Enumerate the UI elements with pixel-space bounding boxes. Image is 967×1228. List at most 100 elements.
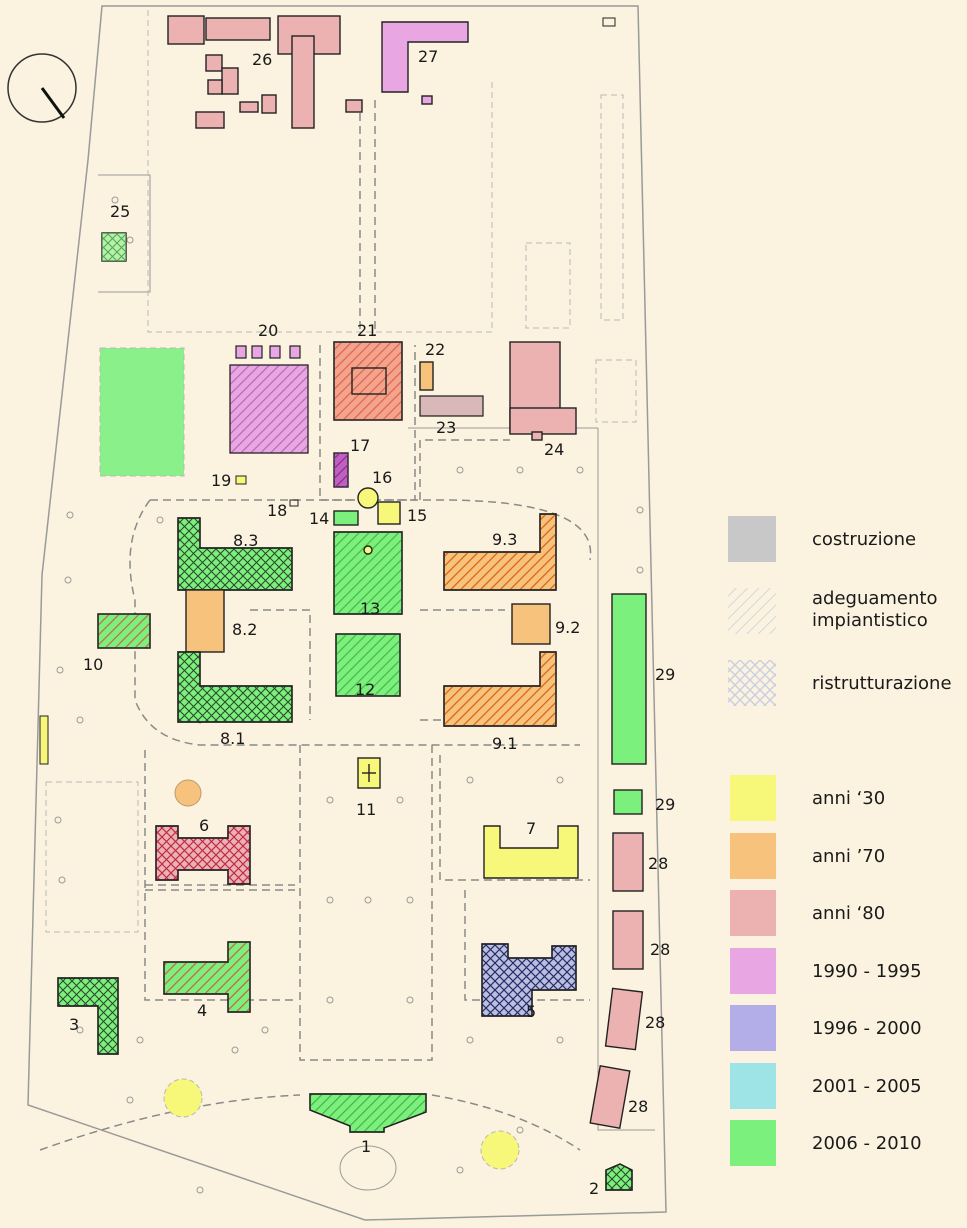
legend-swatch-anni-30 bbox=[730, 775, 776, 821]
legend-label-1996-2000: 1996 - 2000 bbox=[812, 1018, 922, 1039]
lot-outline-e bbox=[600, 94, 624, 321]
building-7 bbox=[483, 825, 579, 879]
building-21 bbox=[333, 341, 403, 421]
label-building-15: 15 bbox=[407, 506, 427, 525]
building-labels: 1 2 3 4 5 6 7 8.1 8.2 8.3 9.1 9.2 9.3 10… bbox=[69, 47, 675, 1198]
entrance-roundabout bbox=[339, 1145, 397, 1191]
legend-swatch-1990-1995 bbox=[730, 948, 776, 994]
label-building-14: 14 bbox=[309, 509, 329, 528]
north-field-outline bbox=[147, 10, 493, 333]
legend-label-anni-80: anni ‘80 bbox=[812, 903, 886, 924]
label-building-29b: 29 bbox=[655, 795, 675, 814]
label-building-9-2: 9.2 bbox=[555, 618, 580, 637]
building-1 bbox=[309, 1093, 427, 1133]
label-building-12: 12 bbox=[355, 680, 375, 699]
building-2 bbox=[605, 1163, 633, 1191]
building-29-south bbox=[613, 789, 643, 815]
label-building-5: 5 bbox=[526, 1002, 536, 1021]
building-28-series bbox=[589, 832, 644, 1129]
label-building-13: 13 bbox=[360, 599, 380, 618]
label-building-28b: 28 bbox=[650, 940, 670, 959]
legend-label-1990-1995: 1990 - 1995 bbox=[812, 961, 922, 982]
legend-label-anni-70: anni ’70 bbox=[812, 846, 886, 867]
lot-outline-ne bbox=[525, 242, 571, 329]
label-building-27: 27 bbox=[418, 47, 438, 66]
building-4 bbox=[163, 941, 251, 1013]
building-10 bbox=[97, 613, 151, 649]
label-building-18: 18 bbox=[267, 501, 287, 520]
legend-swatch-ristrutturazione bbox=[728, 660, 776, 706]
legend-label-2001-2005: 2001 - 2005 bbox=[812, 1076, 922, 1097]
compass-north-arrow bbox=[7, 53, 77, 123]
round-feature-yellow-right bbox=[480, 1130, 520, 1170]
label-building-21: 21 bbox=[357, 321, 377, 340]
enclosure-lot bbox=[98, 174, 151, 293]
legend-swatch-anni-70 bbox=[730, 833, 776, 879]
legend-swatch-adeguamento bbox=[728, 588, 776, 634]
legend-swatch-1996-2000 bbox=[730, 1005, 776, 1051]
building-12 bbox=[335, 633, 401, 697]
lot-outline-e2 bbox=[595, 359, 637, 423]
building-19 bbox=[235, 475, 247, 485]
building-17-hatch bbox=[334, 453, 348, 487]
round-feature-yellow-left bbox=[163, 1078, 203, 1118]
label-building-9-3: 9.3 bbox=[492, 530, 517, 549]
building-23 bbox=[419, 395, 484, 417]
legend-swatches bbox=[728, 516, 776, 1166]
east-strip-outline bbox=[597, 428, 655, 1131]
building-8-complex bbox=[177, 517, 293, 723]
label-building-17: 17 bbox=[350, 436, 370, 455]
label-building-8-2: 8.2 bbox=[232, 620, 257, 639]
label-building-16: 16 bbox=[372, 468, 392, 487]
legend-label-ristrutturazione: ristrutturazione bbox=[812, 673, 952, 694]
building-6 bbox=[155, 825, 251, 885]
label-building-4: 4 bbox=[197, 1001, 207, 1020]
legend-swatch-2006-2010 bbox=[730, 1120, 776, 1166]
label-building-3: 3 bbox=[69, 1015, 79, 1034]
label-building-24: 24 bbox=[544, 440, 564, 459]
legend-label-adeguamento: adeguamento impiantistico bbox=[812, 588, 938, 631]
label-building-7: 7 bbox=[526, 819, 536, 838]
label-building-10: 10 bbox=[83, 655, 103, 674]
label-building-28c: 28 bbox=[645, 1013, 665, 1032]
label-building-26: 26 bbox=[252, 50, 272, 69]
label-building-22: 22 bbox=[425, 340, 445, 359]
building-15 bbox=[377, 501, 401, 525]
label-building-29a: 29 bbox=[655, 665, 675, 684]
small-structure-ne bbox=[602, 17, 616, 27]
building-14 bbox=[333, 510, 359, 526]
sports-field bbox=[99, 347, 185, 477]
lot-outline bbox=[45, 781, 139, 933]
legend-label-anni-30: anni ‘30 bbox=[812, 788, 886, 809]
label-building-28a: 28 bbox=[648, 854, 668, 873]
building-22 bbox=[419, 361, 434, 391]
west-yellow-strip bbox=[39, 715, 49, 765]
building-26-cluster bbox=[167, 15, 363, 129]
building-27 bbox=[381, 21, 469, 105]
building-24 bbox=[509, 341, 577, 441]
building-29-north bbox=[611, 593, 647, 765]
label-building-23: 23 bbox=[436, 418, 456, 437]
label-building-28d: 28 bbox=[628, 1097, 648, 1116]
building-5 bbox=[481, 943, 577, 1017]
building-16 bbox=[357, 487, 379, 509]
label-building-6: 6 bbox=[199, 816, 209, 835]
legend-swatch-costruzione bbox=[728, 516, 776, 562]
legend-swatch-anni-80 bbox=[730, 890, 776, 936]
legend-label-costruzione: costruzione bbox=[812, 529, 917, 550]
building-11 bbox=[357, 757, 381, 789]
label-building-19: 19 bbox=[211, 471, 231, 490]
building-9-complex bbox=[443, 513, 557, 727]
building-18 bbox=[289, 499, 299, 507]
label-building-2: 2 bbox=[589, 1179, 599, 1198]
round-feature-orange bbox=[174, 779, 202, 807]
building-3 bbox=[57, 977, 119, 1055]
label-building-25: 25 bbox=[110, 202, 130, 221]
building-20 bbox=[229, 345, 309, 454]
legend-swatch-2001-2005 bbox=[730, 1063, 776, 1109]
label-building-11: 11 bbox=[356, 800, 376, 819]
building-25-tint bbox=[102, 233, 126, 261]
label-building-9-1: 9.1 bbox=[492, 734, 517, 753]
